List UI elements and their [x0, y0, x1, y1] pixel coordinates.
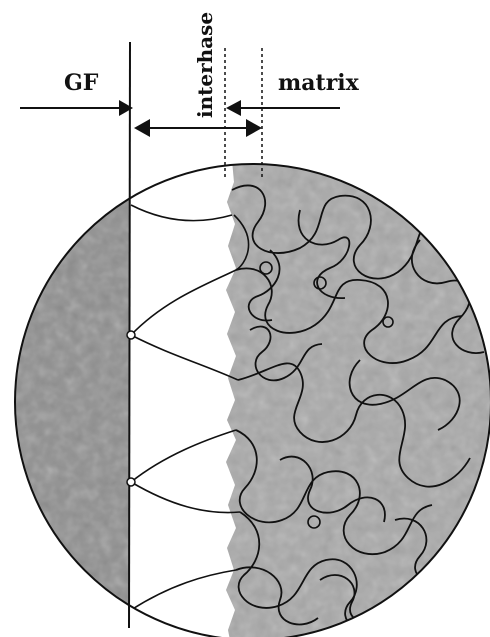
anchor-point: [127, 478, 135, 486]
matrix-arrow: [226, 100, 340, 116]
interphase-region: [129, 150, 229, 637]
interphase-width-arrow: [134, 119, 262, 137]
glass-fiber-region: [0, 150, 129, 637]
gf-label: GF: [64, 70, 99, 96]
matrix-label: matrix: [278, 70, 360, 96]
gf-arrow: [20, 100, 133, 116]
interphase-label: interhase: [193, 12, 217, 118]
anchor-point: [127, 331, 135, 339]
matrix-region: [226, 160, 490, 637]
magnified-region: [0, 150, 490, 637]
